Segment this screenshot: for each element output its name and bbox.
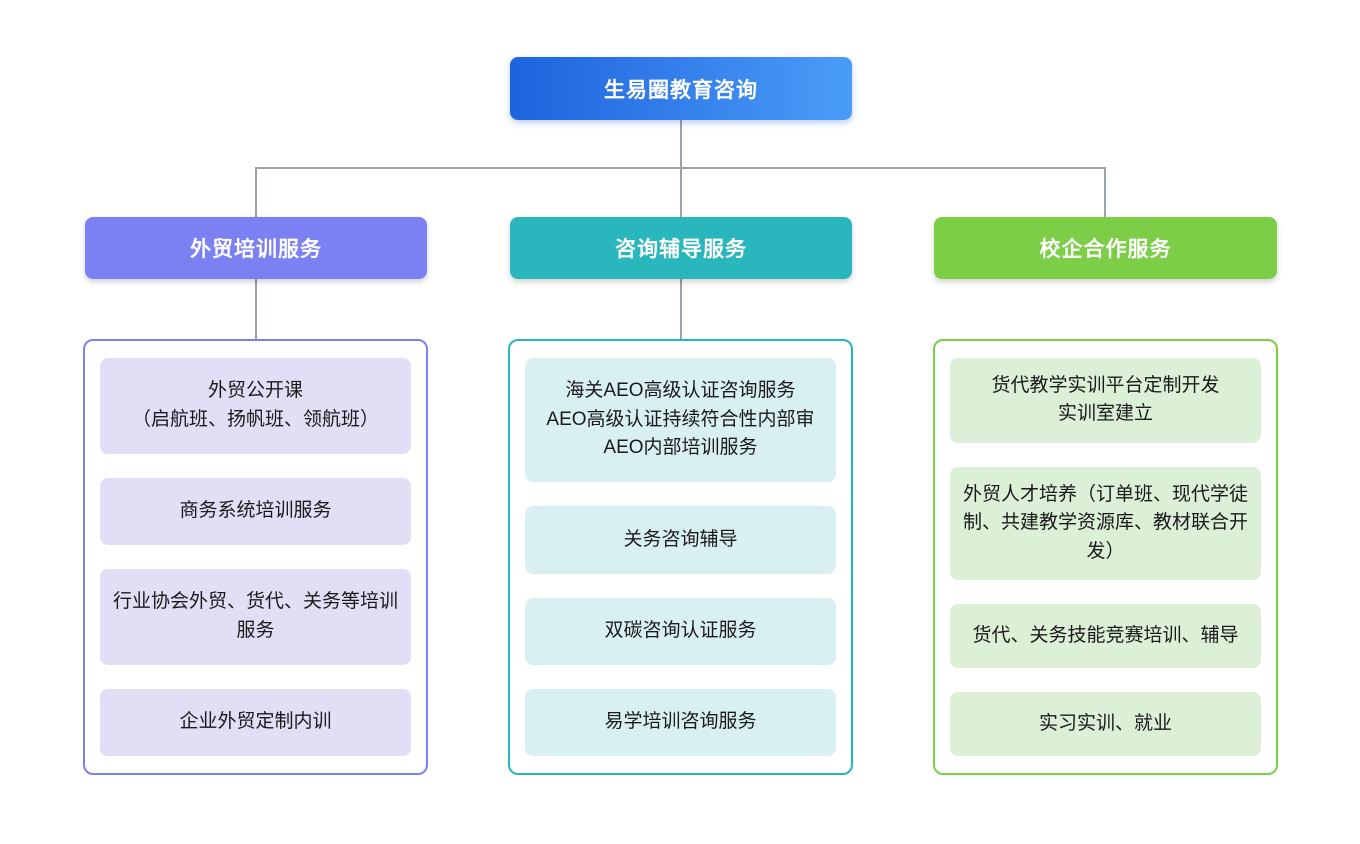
service-item: 外贸人才培养（订单班、现代学徒制、共建教学资源库、教材联合开发） [950, 466, 1261, 580]
connector-branch-2-down [1104, 167, 1106, 217]
connector-branch-1-down [680, 167, 682, 217]
service-item-label: 海关AEO高级认证咨询服务 AEO高级认证持续符合性内部审 AEO内部培训服务 [546, 380, 815, 459]
root-node: 生易圈教育咨询 [510, 57, 852, 120]
service-item-label: 行业协会外贸、货代、关务等培训服务 [112, 591, 398, 641]
connector-branch-0-down [255, 167, 257, 217]
service-item: 货代教学实训平台定制开发 实训室建立 [950, 358, 1261, 443]
branch-container-school-enterprise: 货代教学实训平台定制开发 实训室建立 外贸人才培养（订单班、现代学徒制、共建教学… [933, 339, 1278, 775]
service-item: 双碳咨询认证服务 [525, 597, 836, 665]
service-item-label: 易学培训咨询服务 [604, 711, 757, 733]
branch-header-consulting-coaching: 咨询辅导服务 [510, 217, 852, 279]
service-item-label: 外贸人才培养（订单班、现代学徒制、共建教学资源库、教材联合开发） [962, 483, 1248, 562]
service-item-label: 货代教学实训平台定制开发 实训室建立 [991, 374, 1220, 425]
service-item-label: 商务系统培训服务 [179, 500, 332, 522]
service-item-label: 货代、关务技能竞赛培训、辅导 [972, 624, 1239, 646]
service-item: 商务系统培训服务 [100, 477, 411, 545]
service-item: 外贸公开课 （启航班、扬帆班、领航班） [100, 358, 411, 454]
service-item-label: 外贸公开课 （启航班、扬帆班、领航班） [131, 380, 379, 430]
service-item: 海关AEO高级认证咨询服务 AEO高级认证持续符合性内部审 AEO内部培训服务 [525, 358, 836, 483]
service-item: 易学培训咨询服务 [525, 688, 836, 756]
branch-container-consulting-coaching: 海关AEO高级认证咨询服务 AEO高级认证持续符合性内部审 AEO内部培训服务 … [508, 339, 853, 775]
branch-header-school-enterprise: 校企合作服务 [934, 217, 1277, 279]
connector-header-1-to-container [680, 279, 682, 339]
branch-header-label: 校企合作服务 [1039, 238, 1172, 261]
service-item: 行业协会外贸、货代、关务等培训服务 [100, 569, 411, 665]
service-item-label: 实习实训、就业 [1038, 712, 1172, 734]
service-item: 货代、关务技能竞赛培训、辅导 [950, 604, 1261, 668]
service-item: 企业外贸定制内训 [100, 688, 411, 756]
connector-header-0-to-container [255, 279, 257, 339]
branch-header-foreign-trade-training: 外贸培训服务 [85, 217, 427, 279]
service-item: 实习实训、就业 [950, 692, 1261, 756]
branch-header-label: 外贸培训服务 [190, 238, 322, 261]
service-item-label: 双碳咨询认证服务 [604, 619, 757, 641]
branch-header-label: 咨询辅导服务 [615, 238, 747, 261]
connector-root-down [680, 120, 682, 168]
service-item-label: 企业外贸定制内训 [179, 711, 332, 733]
branch-container-foreign-trade-training: 外贸公开课 （启航班、扬帆班、领航班） 商务系统培训服务 行业协会外贸、货代、关… [83, 339, 428, 775]
service-item: 关务咨询辅导 [525, 506, 836, 574]
root-node-label: 生易圈教育咨询 [604, 78, 758, 102]
service-item-label: 关务咨询辅导 [623, 528, 738, 550]
